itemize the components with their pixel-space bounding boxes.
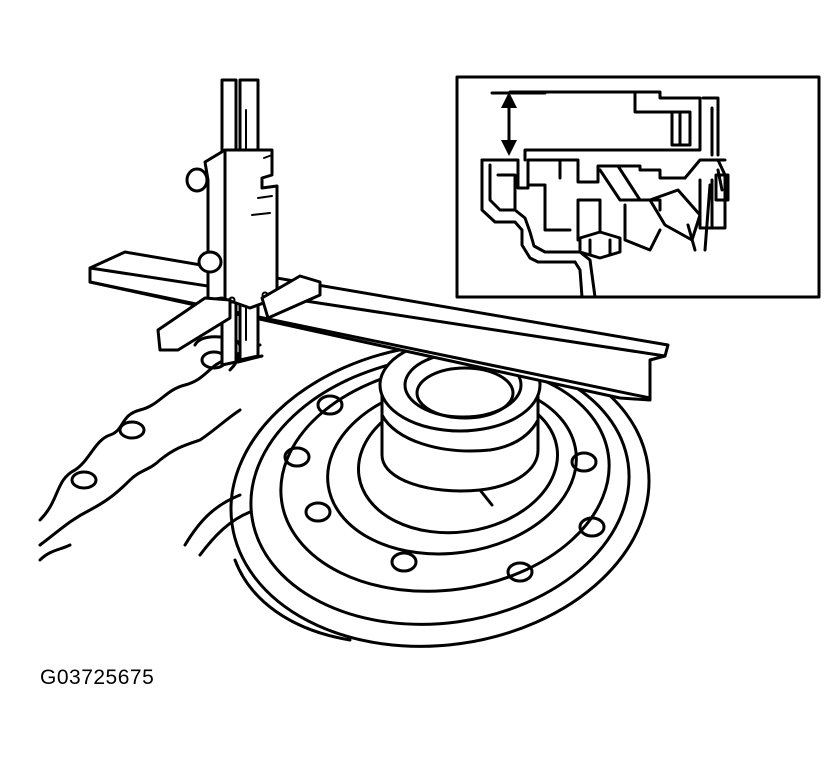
cross-section-detail-icon xyxy=(455,75,821,299)
double-headed-dimension-arrow-icon xyxy=(490,91,547,156)
transaxle-housing xyxy=(38,335,262,562)
vernier-height-gauge xyxy=(156,78,322,367)
figure-id-label: G03725675 xyxy=(40,666,155,689)
